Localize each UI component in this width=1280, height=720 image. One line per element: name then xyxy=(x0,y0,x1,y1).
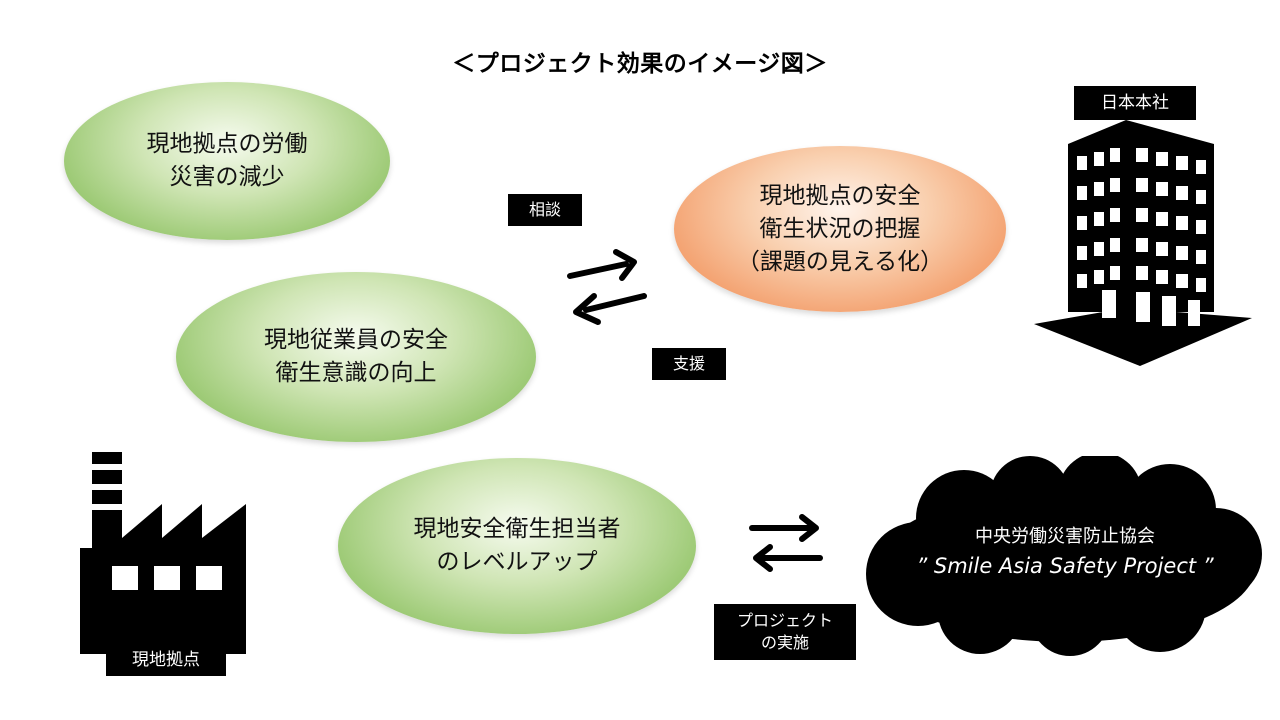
headquarters-building-icon xyxy=(1034,120,1252,366)
site-label: 現地拠点 xyxy=(106,644,226,676)
accident-reduction-line-1: 現地拠点の労働 xyxy=(146,131,308,157)
implementation-line-2: の実施 xyxy=(760,633,809,652)
project-implementation-label: プロジェクト の実施 xyxy=(714,604,856,660)
awareness-line-2: 衛生意識の向上 xyxy=(275,360,437,386)
levelup-line-1: 現地安全衛生担当者 xyxy=(413,516,621,542)
levelup-ellipse: 現地安全衛生担当者 のレベルアップ xyxy=(338,458,696,634)
levelup-line-2: のレベルアップ xyxy=(436,549,598,575)
awareness-line-1: 現地従業員の安全 xyxy=(264,327,448,353)
project-exchange-arrows-icon xyxy=(749,514,823,572)
exchange-arrows-icon xyxy=(567,249,647,325)
implementation-line-1: プロジェクト xyxy=(736,611,833,630)
cloud-shape xyxy=(866,456,1262,656)
hq-understanding-ellipse: 現地拠点の安全 衛生状況の把握 （課題の見える化） xyxy=(674,146,1006,312)
hq-label: 日本本社 xyxy=(1074,86,1196,120)
hq-understanding-line-2: 衛生状況の把握 xyxy=(759,215,921,242)
accident-reduction-line-2: 災害の減少 xyxy=(169,164,285,190)
cloud-org-name: 中央労働災害防止協会 xyxy=(975,526,1155,547)
diagram-title: ＜プロジェクト効果のイメージ図＞ xyxy=(452,51,828,77)
cloud-project-name: ” Smile Asia Safety Project ” xyxy=(916,554,1214,578)
awareness-ellipse: 現地従業員の安全 衛生意識の向上 xyxy=(176,272,536,442)
factory-icon xyxy=(80,452,246,654)
hq-understanding-line-3: （課題の見える化） xyxy=(736,248,944,275)
hq-understanding-line-1: 現地拠点の安全 xyxy=(759,182,921,209)
accident-reduction-ellipse: 現地拠点の労働 災害の減少 xyxy=(64,82,390,240)
support-label: 支援 xyxy=(652,348,726,380)
consult-label: 相談 xyxy=(508,194,582,226)
